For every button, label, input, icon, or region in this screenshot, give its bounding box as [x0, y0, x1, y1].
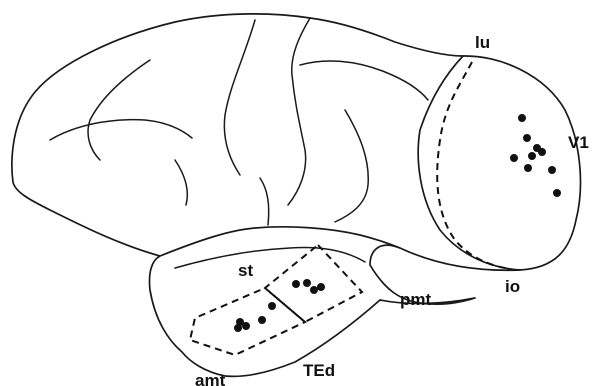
label-pmt: pmt	[400, 290, 432, 309]
recording-site	[510, 154, 518, 162]
brain-outline	[12, 14, 581, 376]
intraparietal-sulcus	[300, 61, 428, 100]
label-st: st	[238, 261, 253, 280]
recording-site	[268, 302, 276, 310]
frontal-fold	[175, 160, 187, 205]
recording-site	[258, 316, 266, 324]
label-v1: V1	[568, 133, 589, 152]
label-amt: amt	[195, 371, 226, 386]
principal-sulcus	[50, 120, 192, 140]
recording-site	[310, 286, 318, 294]
arcuate-sulcus	[88, 60, 150, 160]
recording-site	[538, 148, 546, 156]
label-lu: lu	[475, 33, 490, 52]
te-region-posterior	[265, 245, 362, 322]
recording-site	[242, 322, 250, 330]
te-region-anterior	[190, 288, 305, 355]
recording-site	[523, 134, 531, 142]
recording-site	[528, 152, 536, 160]
recording-site	[234, 324, 242, 332]
recording-site	[524, 164, 532, 172]
v1-recording-sites	[510, 114, 561, 197]
recording-site	[292, 280, 300, 288]
superior-temporal-sulcus	[160, 227, 400, 256]
recording-site	[548, 166, 556, 174]
te-recording-sites	[234, 279, 325, 332]
recording-site	[317, 283, 325, 291]
recording-site	[518, 114, 526, 122]
label-io: io	[505, 277, 520, 296]
temporal-fold	[260, 178, 269, 225]
recording-site	[553, 189, 561, 197]
parietal-fold-lower	[335, 110, 368, 222]
central-sulcus	[224, 20, 255, 175]
label-ted: TEd	[303, 361, 335, 380]
recording-site	[303, 279, 311, 287]
parietal-fold	[288, 18, 310, 205]
lunate-sulcus-line	[418, 56, 520, 270]
